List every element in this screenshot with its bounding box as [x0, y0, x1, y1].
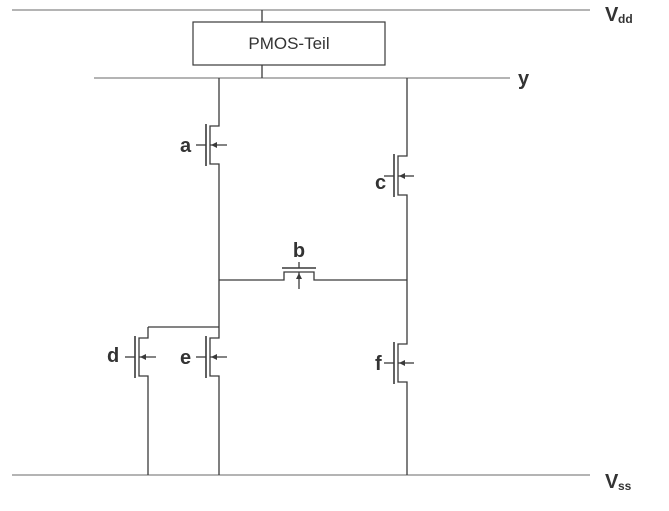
- transistor-a: [196, 118, 227, 172]
- transistor-d: [125, 330, 156, 384]
- vss-label-main: V: [605, 471, 619, 493]
- output-label-y: y: [518, 68, 530, 90]
- transistor-c-label: c: [375, 172, 386, 194]
- transistor-f-label: f: [375, 353, 382, 375]
- transistor-d-label: d: [107, 345, 119, 367]
- transistor-c: [384, 147, 414, 204]
- transistor-f: [384, 335, 414, 391]
- transistor-b: [282, 262, 316, 289]
- transistor-e-label: e: [180, 347, 191, 369]
- pmos-block: [192, 21, 386, 66]
- vss-label-sub: ss: [618, 479, 632, 493]
- pmos-block-label: PMOS-Teil: [248, 34, 329, 53]
- transistor-b-label: b: [293, 240, 305, 262]
- vdd-label-sub: dd: [618, 12, 633, 26]
- vdd-label-main: V: [605, 4, 619, 26]
- vdd-label: V dd: [605, 4, 633, 26]
- transistor-e: [196, 330, 227, 384]
- transistor-a-label: a: [180, 135, 192, 157]
- vss-label: V ss: [605, 471, 632, 493]
